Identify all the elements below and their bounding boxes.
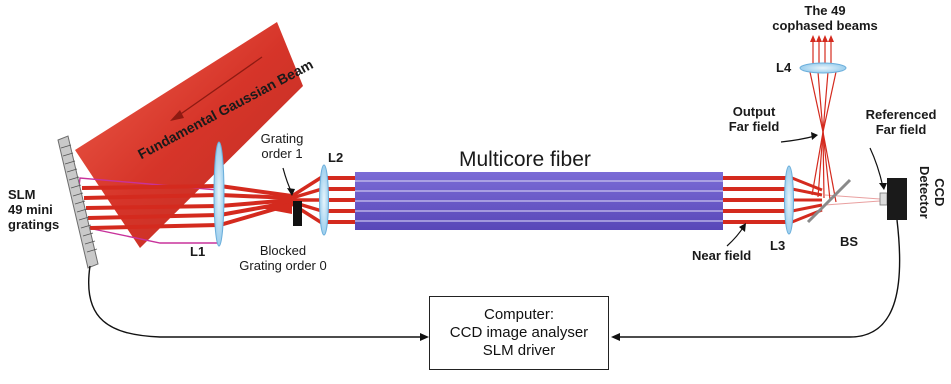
l1-label: L1 [190, 244, 206, 259]
grating-order-1-line-1: Grating [260, 131, 304, 146]
blocked-line-1: Blocked [259, 243, 307, 258]
lens-l1 [213, 141, 225, 247]
beams-reflected-up [809, 71, 837, 203]
ccd-detector [887, 178, 907, 220]
computer-slm-driver: SLM driver [482, 342, 556, 359]
ccd-line-1: CCD [932, 178, 947, 207]
blocked-beam [260, 203, 292, 214]
gaussian-beam [75, 22, 303, 248]
slm-line-1: SLM [8, 187, 36, 202]
slm-line-2: 49 mini [8, 201, 53, 217]
beams-l3-to-bs [791, 176, 823, 224]
blocked-grating-order-0-label: Blocked Grating order 0 [218, 243, 348, 274]
computer-box: Computer: CCD image analyser SLM driver [429, 296, 609, 370]
ccd-line-2: Detector [917, 166, 933, 219]
output-far-field-label: Output Far field [714, 104, 794, 135]
lens-l4 [799, 62, 847, 74]
grating-order-1-label: Grating order 1 [247, 131, 317, 162]
ccd-aperture [879, 192, 888, 206]
near-field-label: Near field [692, 248, 752, 263]
computer-title: Computer: [483, 306, 555, 323]
wire-arrowheads [420, 333, 620, 341]
slm-label: SLM 49 mini gratings [8, 187, 60, 233]
cophased-beams-label: The 49 cophased beams [770, 3, 880, 34]
l2-label: L2 [328, 150, 344, 165]
slm-panel [57, 135, 99, 269]
cophased-line-2: cophased beams [772, 17, 878, 33]
l4-label: L4 [776, 60, 792, 75]
lens-l3 [784, 165, 794, 235]
pointer-arrowheads [287, 132, 887, 232]
grating-order-1-line-2: order 1 [261, 145, 303, 161]
beam-arrow-line [174, 56, 263, 119]
multicore-fiber-label: Multicore fiber [459, 148, 591, 171]
l3-label: L3 [770, 238, 786, 253]
beams-slm-to-l1 [81, 184, 219, 230]
referenced-far-field-line-2: Far field [875, 121, 927, 137]
cophased-line-1: The 49 [804, 3, 846, 18]
referenced-far-field-label: Referenced Far field [852, 107, 950, 138]
control-wires [88, 219, 901, 338]
output-far-field-line-2: Far field [728, 118, 780, 134]
beam-boundary-bottom [87, 227, 217, 244]
lens-l2 [319, 164, 329, 236]
beams-fiber-to-l3 [723, 176, 786, 224]
cophased-arrowheads [810, 35, 834, 42]
beam-blocker [293, 201, 302, 226]
slm-line-3: gratings [8, 216, 60, 232]
computer-ccd-analyser: CCD image analyser [449, 324, 589, 341]
fiber-cores [355, 180, 723, 222]
output-far-field-line-1: Output [732, 104, 776, 119]
beam-splitter [806, 178, 852, 224]
beams-converging [219, 184, 293, 227]
referenced-far-field-line-1: Referenced [865, 107, 937, 122]
ccd-detector-label: CCD Detector [916, 166, 947, 219]
cophased-beams [812, 40, 832, 64]
blocked-line-2: Grating order 0 [239, 257, 327, 273]
beam-arrowhead [170, 110, 184, 121]
bs-label: BS [840, 234, 859, 249]
beams-l2-to-fiber [326, 176, 355, 224]
